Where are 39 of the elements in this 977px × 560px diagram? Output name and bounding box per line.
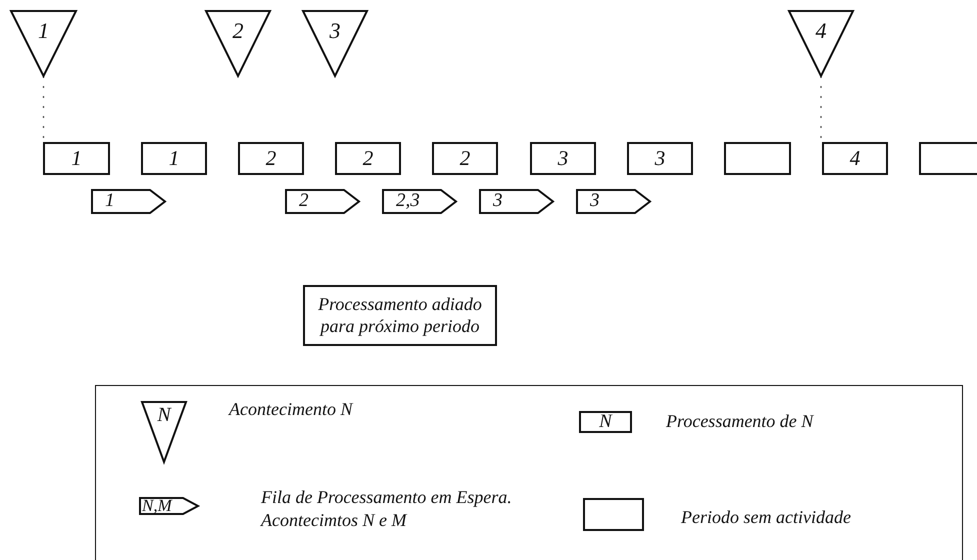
queue-events: 3 — [590, 190, 600, 213]
note-box — [303, 285, 497, 346]
queue-events: 1 — [105, 190, 114, 213]
processing-box — [530, 142, 596, 175]
legend-symbol-text: N — [599, 410, 612, 434]
legend-idle-period-box — [583, 498, 644, 531]
queue-events: 3 — [493, 190, 502, 213]
event-number: 4 — [850, 146, 860, 172]
event-number: 2 — [460, 146, 470, 172]
event-number: 1 — [168, 146, 180, 172]
note-text: Processamento adiado para próximo periodo — [317, 294, 483, 338]
processing-box — [627, 142, 693, 175]
event-number: 1 — [38, 18, 49, 44]
processing-box — [141, 142, 207, 175]
legend-text: Processamento de N — [666, 410, 815, 433]
idle-period-box — [724, 142, 791, 175]
legend-symbol-text: N,M — [142, 496, 172, 516]
processing-box — [43, 142, 110, 175]
legend-frame — [95, 385, 963, 560]
legend-text: Fila de Processamento em Espera. Acontecimtos N e M — [261, 486, 513, 532]
event-number: 2 — [266, 146, 276, 172]
idle-period-box — [919, 142, 977, 175]
legend-processing-box — [579, 411, 632, 433]
processing-box — [822, 142, 888, 175]
queue-events: 2,3 — [396, 190, 420, 213]
legend-text: Acontecimento N — [229, 398, 354, 421]
event-number: 2 — [362, 146, 374, 172]
event-number: 2 — [232, 18, 244, 44]
event-number: 3 — [330, 18, 340, 44]
event-number: 1 — [71, 146, 82, 172]
processing-box — [335, 142, 401, 175]
processing-box — [432, 142, 498, 175]
legend-text: Periodo sem actividade — [681, 506, 852, 529]
queue-events: 2 — [299, 190, 308, 213]
event-number: 3 — [654, 146, 666, 172]
processing-box — [238, 142, 304, 175]
event-number: 3 — [558, 146, 568, 172]
event-number: 4 — [816, 18, 826, 44]
legend-symbol-text: N — [157, 403, 171, 427]
